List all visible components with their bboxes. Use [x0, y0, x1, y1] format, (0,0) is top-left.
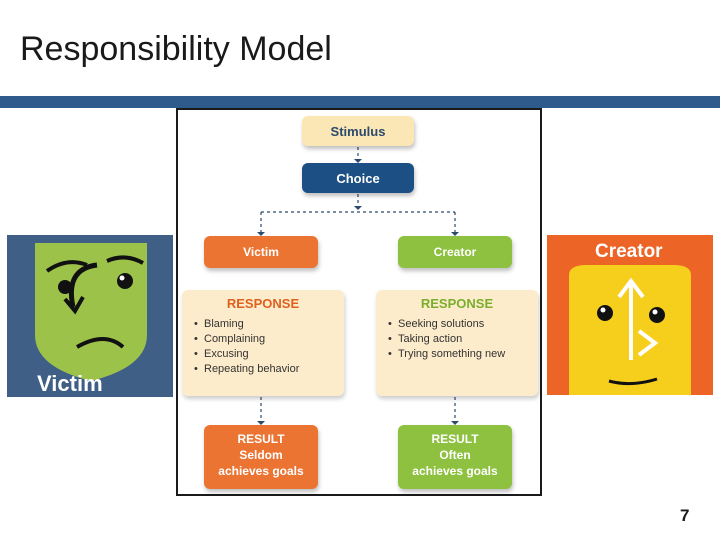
responsibility-diagram: Stimulus Choice Victim Creator RESPONSE …: [176, 108, 542, 496]
choice-box: Choice: [302, 163, 414, 193]
creator-illustration: Creator: [547, 235, 713, 395]
creator-box: Creator: [398, 236, 512, 268]
creator-image-caption: Creator: [595, 241, 663, 262]
creator-result-line1: Often: [439, 448, 471, 462]
creator-result-line2: achieves goals: [412, 464, 498, 478]
list-item: Seeking solutions: [388, 317, 528, 332]
list-item: Taking action: [388, 332, 528, 347]
diagram-connectors: [257, 147, 459, 425]
victim-illustration: Victim: [7, 235, 173, 397]
victim-result-title: RESULT: [237, 432, 285, 446]
slide-title: Responsibility Model: [20, 30, 332, 68]
victim-box: Victim: [204, 236, 318, 268]
creator-result-title: RESULT: [431, 432, 479, 446]
creator-response-box: RESPONSE Seeking solutions Taking action…: [376, 290, 538, 396]
creator-result-box: RESULT Often achieves goals: [398, 425, 512, 489]
list-item: Blaming: [194, 317, 334, 332]
list-item: Trying something new: [388, 347, 528, 362]
list-item: Repeating behavior: [194, 362, 334, 377]
list-item: Complaining: [194, 332, 334, 347]
victim-image-caption: Victim: [37, 371, 103, 396]
creator-response-title: RESPONSE: [420, 296, 494, 311]
victim-response-list: Blaming Complaining Excusing Repeating b…: [192, 317, 334, 377]
stimulus-box: Stimulus: [302, 116, 414, 146]
title-divider-bar: [0, 96, 720, 108]
creator-response-list: Seeking solutions Taking action Trying s…: [386, 317, 528, 362]
victim-result-line1: Seldom: [239, 448, 283, 462]
list-item: Excusing: [194, 347, 334, 362]
victim-result-box: RESULT Seldom achieves goals: [204, 425, 318, 489]
victim-result-line2: achieves goals: [218, 464, 304, 478]
victim-response-title: RESPONSE: [226, 296, 300, 311]
victim-response-box: RESPONSE Blaming Complaining Excusing Re…: [182, 290, 344, 396]
page-number: 7: [680, 506, 690, 525]
